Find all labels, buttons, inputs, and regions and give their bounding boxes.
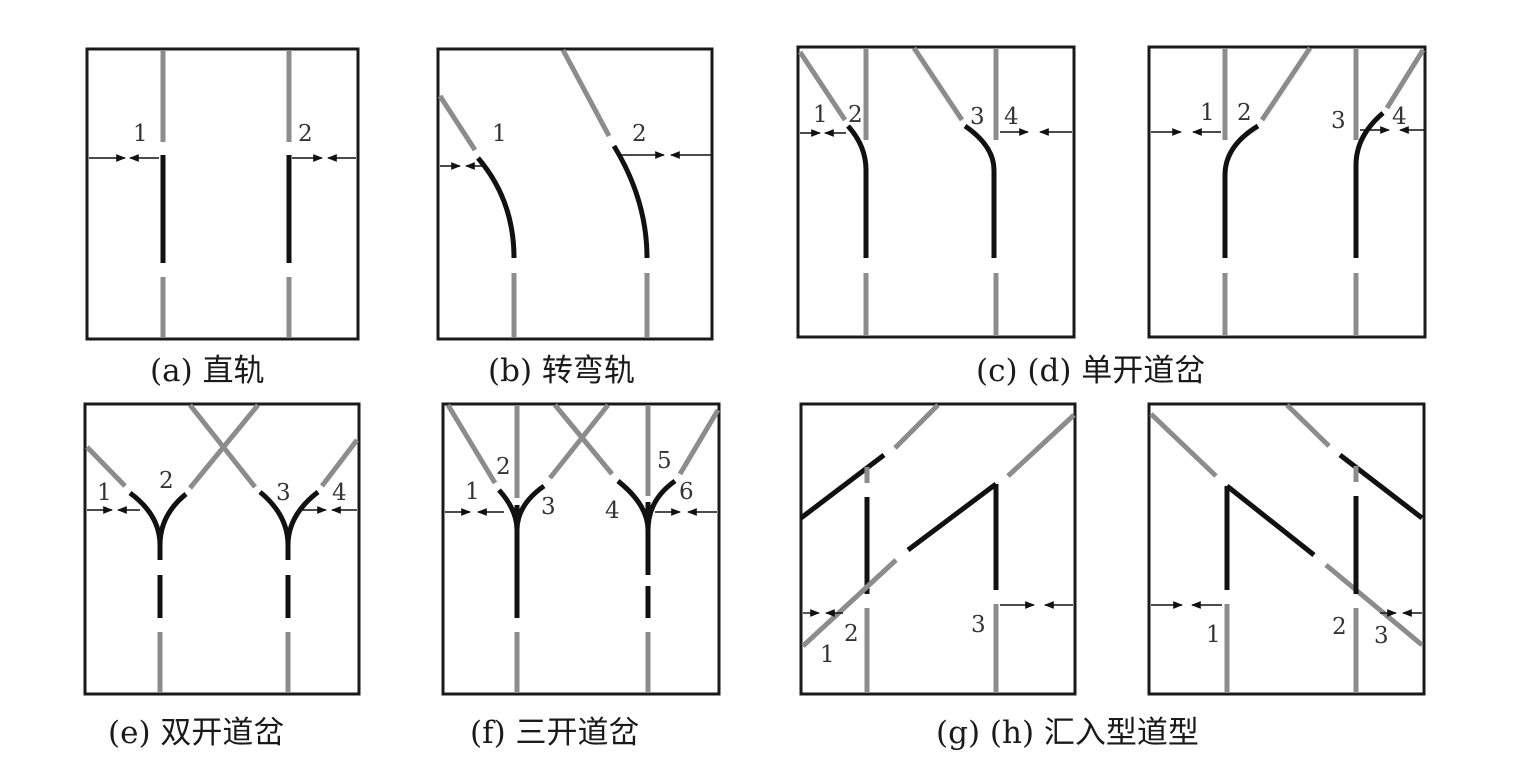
panel-a-frame [85, 47, 360, 341]
port-label: 3 [1331, 108, 1346, 134]
port-label: 2 [496, 454, 511, 480]
port-label: 1 [465, 479, 480, 505]
track-segment [157, 492, 188, 560]
port-label: 2 [159, 468, 174, 494]
port-label: 3 [541, 494, 556, 520]
port-label: 1 [1200, 100, 1215, 126]
panel-d-single-turnout: 1 2 3 4 [1147, 45, 1427, 339]
panel-b-frame [436, 47, 714, 341]
connector-track [893, 403, 940, 450]
connector-track [1384, 48, 1426, 110]
caption-e: (e) 双开道岔 [108, 715, 284, 751]
panel-a-straight-track: 1 2 [85, 47, 360, 341]
panel-f-triple-turnout: 1 2 3 4 5 6 [441, 402, 721, 696]
track-segment [476, 156, 517, 259]
connector-track [1149, 412, 1218, 478]
connector-track [801, 558, 898, 648]
track-segment [1338, 453, 1424, 520]
connector-track [560, 48, 612, 138]
track-segment [1225, 484, 1316, 557]
track-segment [906, 482, 998, 552]
port-label: 4 [1004, 104, 1019, 130]
connector-track [677, 408, 721, 476]
port-label: 3 [970, 104, 985, 130]
port-label: 2 [1237, 100, 1252, 126]
panel-e-frame [83, 402, 361, 696]
panel-c-frame [796, 45, 1076, 339]
panel-c-single-turnout: 1 2 3 4 [796, 45, 1076, 339]
track-segment [846, 124, 869, 258]
connector-track [1259, 46, 1313, 122]
track-segment [799, 453, 886, 520]
port-label: 2 [844, 621, 859, 647]
port-label: 4 [605, 498, 620, 524]
port-label: 4 [332, 480, 347, 506]
track-segment [285, 490, 320, 560]
track-segment [1353, 111, 1385, 258]
connector-track [188, 403, 257, 489]
track-segment [1222, 123, 1260, 258]
port-label: 1 [492, 121, 507, 147]
port-label: 6 [679, 479, 694, 505]
connector-track [797, 50, 848, 122]
port-label: 2 [298, 121, 313, 147]
port-label: 3 [1374, 623, 1389, 649]
connector-track [548, 403, 610, 480]
port-label: 4 [1392, 104, 1407, 130]
panel-g-merge-track: 1 2 3 [799, 402, 1077, 696]
port-label: 1 [813, 102, 828, 128]
connector-track [320, 438, 359, 488]
panel-b-curve-track: 1 2 [436, 47, 714, 341]
caption-b: (b) 转弯轨 [488, 353, 635, 389]
port-label: 2 [632, 121, 647, 147]
caption-f: (f) 三开道岔 [470, 715, 640, 751]
track-segment [514, 483, 546, 531]
panel-d-frame [1147, 45, 1427, 339]
port-label: 2 [1332, 614, 1347, 640]
panel-g-frame [799, 402, 1077, 696]
connector-track [1324, 563, 1424, 647]
track-segment [611, 144, 650, 259]
caption-cd: (c) (d) 单开道岔 [976, 353, 1205, 389]
connector-track [85, 445, 127, 488]
connector-track [437, 94, 478, 152]
caption-gh: (g) (h) 汇入型道型 [936, 715, 1199, 751]
connector-track [1006, 413, 1076, 478]
port-label: 1 [1206, 622, 1221, 648]
connector-track [445, 403, 498, 485]
panel-e-double-turnout: 1 2 3 4 [83, 402, 361, 696]
port-label: 3 [971, 612, 986, 638]
port-label: 1 [133, 121, 148, 147]
port-label: 3 [276, 480, 291, 506]
track-segment [128, 490, 163, 546]
caption-a: (a) 直轨 [150, 353, 265, 389]
track-segment [616, 479, 651, 531]
port-label: 1 [820, 642, 835, 668]
port-label: 5 [657, 448, 672, 474]
track-segment [963, 123, 997, 258]
port-label: 2 [848, 102, 863, 128]
panel-h-merge-track: 1 2 3 [1147, 402, 1426, 696]
connector-track [553, 403, 614, 476]
port-label: 1 [97, 480, 112, 506]
connector-track [1285, 403, 1331, 448]
track-segment [645, 478, 677, 531]
panel-h-frame [1147, 402, 1426, 696]
connector-track [911, 46, 965, 122]
track-segment [497, 488, 520, 531]
panel-f-frame [441, 402, 721, 696]
